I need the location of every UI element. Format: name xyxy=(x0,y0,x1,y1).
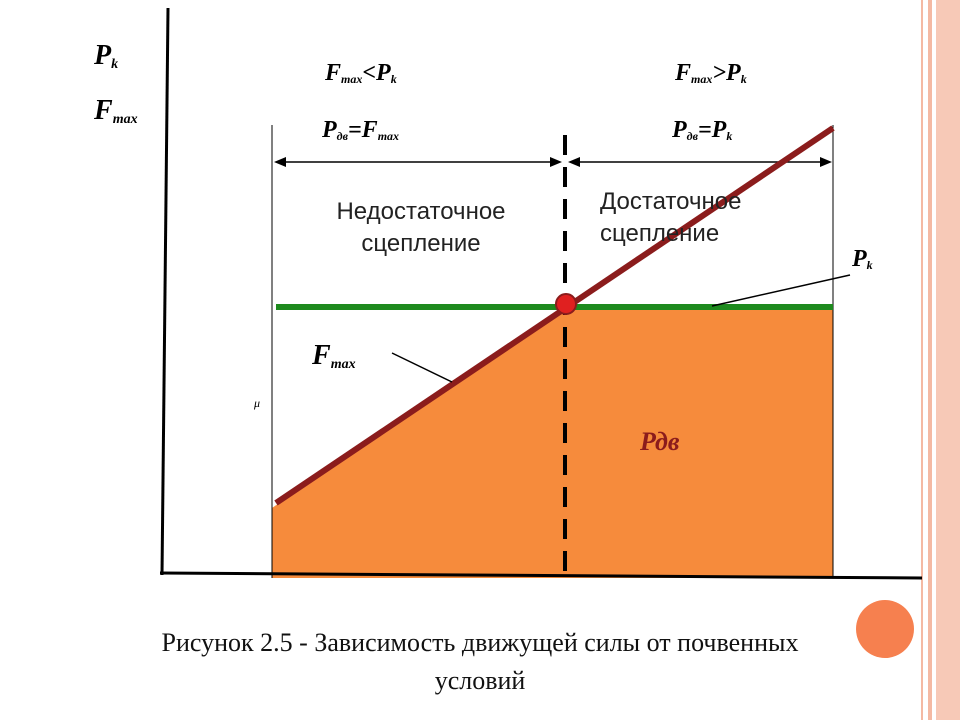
pk-curve-label: Pk xyxy=(852,246,873,272)
y-label-fmax: Fmax xyxy=(94,95,138,127)
frame-line xyxy=(936,0,960,720)
arrowhead xyxy=(274,157,286,167)
arrowhead xyxy=(568,157,580,167)
region-right-label: Достаточное сцепление xyxy=(600,188,742,247)
figure-caption: Рисунок 2.5 - Зависимость движущей силы … xyxy=(60,624,900,700)
frame-line xyxy=(921,0,923,720)
condition-left: Fmax<Pk xyxy=(325,60,397,86)
y-label-pk: Pk xyxy=(94,40,119,72)
intersection-point xyxy=(555,293,577,315)
caption-line-2: условий xyxy=(434,666,526,695)
x-axis xyxy=(159,571,923,580)
fmax-leader-line xyxy=(391,352,453,383)
equation-left: Pдв=Fmax xyxy=(322,117,400,143)
area-label: Рдв xyxy=(640,427,680,456)
pk-leader-line xyxy=(711,274,851,307)
equation-right: Pдв=Pk xyxy=(672,117,733,143)
y-axis xyxy=(160,7,170,576)
fmax-line xyxy=(274,125,835,506)
condition-right: Fmax>Pk xyxy=(675,60,747,86)
arrowhead xyxy=(820,157,832,167)
pdv-area xyxy=(272,305,833,578)
caption-line-1: Рисунок 2.5 - Зависимость движущей силы … xyxy=(161,628,799,657)
fmax-curve-label: Fmax xyxy=(312,340,356,372)
region-left-label: Недостаточное сцепление xyxy=(336,198,506,257)
mu-label: μ xyxy=(254,396,261,410)
frame-line xyxy=(928,0,932,720)
arrowhead xyxy=(550,157,562,167)
decorative-circle xyxy=(856,600,914,658)
